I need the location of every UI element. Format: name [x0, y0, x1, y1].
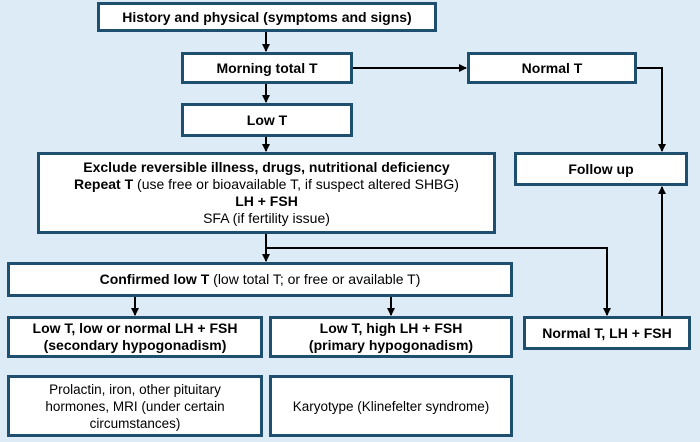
prolactin-line1: Prolactin, iron, other pituitary: [49, 381, 221, 397]
normal-t-label: Normal T: [521, 59, 583, 76]
history-box: History and physical (symptoms and signs…: [97, 2, 437, 32]
exclude-line1: Exclude reversible illness, drugs, nutri…: [83, 159, 450, 175]
secondary-line1: Low T, low or normal LH + FSH: [32, 320, 238, 336]
exclude-box: Exclude reversible illness, drugs, nutri…: [37, 152, 496, 234]
confirmed-label: Confirmed low T: [99, 271, 210, 287]
confirmed-low-t-box: Confirmed low T (low total T; or free or…: [7, 262, 513, 297]
follow-up-label: Follow up: [568, 160, 634, 177]
exclude-line3: LH + FSH: [235, 193, 298, 209]
arrow-normal-to-follow-up: [637, 67, 666, 152]
confirmed-line: Confirmed low T (low total T; or free or…: [100, 271, 421, 288]
history-label: History and physical (symptoms and signs…: [122, 8, 412, 25]
follow-up-box: Follow up: [514, 152, 688, 186]
low-t-box: Low T: [181, 103, 353, 137]
normal-t-lh-fsh-label: Normal T, LH + FSH: [542, 324, 672, 341]
repeat-t-label: Repeat T: [74, 176, 134, 192]
secondary-line2: (secondary hypogonadism): [43, 337, 227, 353]
prolactin-line3: circumstances): [89, 415, 181, 431]
morning-total-t-label: Morning total T: [216, 59, 318, 76]
repeat-t-detail: (use free or bioavailable T, if suspect …: [133, 176, 459, 192]
primary-line2: (primary hypogonadism): [308, 337, 474, 353]
secondary-hypogonadism-box: Low T, low or normal LH + FSH (secondary…: [7, 316, 263, 358]
low-t-label: Low T: [246, 111, 288, 128]
exclude-line4: SFA (if fertility issue): [203, 210, 330, 226]
primary-line1: Low T, high LH + FSH: [319, 320, 463, 336]
prolactin-line2: hormones, MRI (under certain: [45, 398, 225, 414]
morning-total-t-box: Morning total T: [181, 52, 353, 84]
normal-t-box: Normal T: [467, 52, 637, 84]
primary-hypogonadism-box: Low T, high LH + FSH (primary hypogonadi…: [269, 316, 513, 358]
normal-t-lh-fsh-box: Normal T, LH + FSH: [523, 316, 691, 350]
prolactin-box: Prolactin, iron, other pituitary hormone…: [7, 375, 263, 437]
exclude-line2: Repeat T (use free or bioavailable T, if…: [74, 176, 459, 193]
confirmed-detail: (low total T; or free or available T): [209, 271, 421, 287]
karyotype-box: Karyotype (Klinefelter syndrome): [269, 375, 513, 437]
karyotype-label: Karyotype (Klinefelter syndrome): [292, 398, 490, 414]
